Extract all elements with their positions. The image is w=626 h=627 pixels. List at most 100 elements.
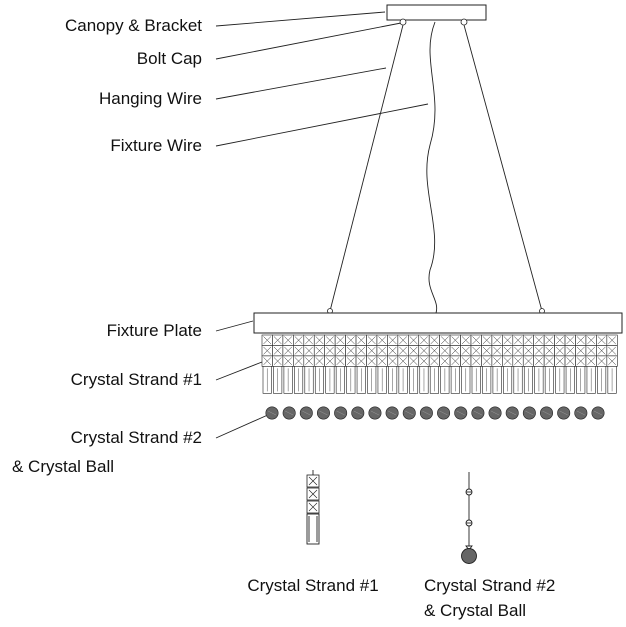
crystal-facet — [555, 346, 564, 355]
crystal-facet — [493, 336, 502, 345]
crystal-facet — [555, 336, 564, 345]
crystal-facet — [472, 357, 481, 366]
crystal-facet — [587, 346, 596, 355]
crystal-facet — [294, 336, 303, 345]
crystal-facet — [545, 357, 554, 366]
crystal-facet — [336, 346, 345, 355]
wire-clips — [327, 308, 545, 314]
crystal-facet — [566, 336, 575, 345]
crystal-facet — [399, 346, 407, 355]
crystal-facet — [493, 346, 502, 355]
fixture-wire — [426, 21, 438, 314]
leader-hanging-wire — [215, 67, 387, 100]
crystal-facet — [409, 336, 418, 345]
crystal-ball-facet — [490, 410, 500, 416]
crystal-ball-facet — [370, 410, 380, 416]
crystal-facet — [315, 357, 324, 366]
crystal-facet — [597, 357, 606, 366]
crystal-facet — [357, 346, 366, 355]
crystal-facet — [440, 357, 449, 366]
crystal-facet — [399, 357, 407, 366]
crystal-facet — [524, 346, 533, 355]
crystal-ball-facet — [405, 410, 414, 416]
crystal-facet — [430, 336, 439, 345]
leader-fixture-wire — [215, 103, 429, 147]
label-fixture-plate: Fixture Plate — [107, 321, 202, 340]
hanging-wire-left — [329, 24, 404, 312]
crystal-ball-facet — [542, 410, 551, 416]
crystal-ball-facet — [387, 410, 397, 416]
crystal-ball-facet — [302, 410, 311, 416]
crystal-ball-facet — [336, 410, 345, 416]
crystal-ball-facet — [593, 410, 603, 416]
crystal-facet — [472, 336, 481, 345]
crystal-facet — [326, 336, 334, 345]
crystal-facet — [451, 357, 460, 366]
crystal-facet — [482, 336, 491, 345]
crystal-facet — [535, 357, 543, 366]
crystal-facet — [315, 336, 324, 345]
hanging-wires — [329, 24, 543, 312]
crystal-facet — [482, 346, 491, 355]
crystal-facet — [566, 357, 575, 366]
crystal-ball-facet — [559, 410, 568, 416]
crystal-facet — [597, 336, 606, 345]
crystal-ball-facet — [422, 410, 431, 416]
crystal-facet — [346, 357, 355, 366]
strand1-prism — [306, 513, 320, 545]
crystal-facet — [514, 336, 522, 345]
detail-crystal-strand-1 — [306, 470, 320, 545]
crystal-facet — [430, 357, 439, 366]
strand1-crystals — [306, 474, 320, 514]
crystal-ball-facet — [285, 410, 294, 416]
leader-crystal-strand-2 — [215, 413, 271, 439]
crystal-ball-facet — [456, 410, 465, 416]
crystal-facet — [587, 336, 596, 345]
crystal-facet — [315, 346, 324, 355]
crystal-facet — [357, 336, 366, 345]
crystal-facet — [294, 357, 303, 366]
crystal-facet — [336, 357, 345, 366]
leader-bolt-cap — [215, 22, 402, 60]
crystal-facet — [367, 336, 376, 345]
crystal-ball-facet — [267, 410, 277, 416]
crystal-facet — [399, 336, 407, 345]
crystal-facet — [346, 336, 355, 345]
crystal-facet — [451, 336, 460, 345]
crystal-facet — [503, 357, 512, 366]
crystal-facet — [336, 336, 345, 345]
hanging-wire-right — [463, 24, 543, 312]
crystal-facet — [305, 357, 313, 366]
crystal-facet — [545, 346, 554, 355]
crystal-facet — [378, 357, 387, 366]
crystal-facet — [284, 357, 293, 366]
crystal-facet — [535, 346, 543, 355]
leader-lines — [215, 11, 429, 439]
strand2-cap — [465, 545, 473, 551]
crystal-ball-facet — [319, 410, 328, 416]
crystal-facet — [503, 346, 512, 355]
crystal-facet — [482, 357, 491, 366]
crystal-facet — [608, 346, 616, 355]
crystal-facet — [440, 336, 449, 345]
crystal-facet — [388, 336, 397, 345]
crystal-ball-facet — [508, 410, 517, 416]
bolt-cap-right — [460, 18, 468, 26]
strand1-crystal-facet — [308, 489, 318, 499]
canopy — [386, 4, 487, 21]
crystal-facet — [326, 357, 334, 366]
caption-crystal-strand-2: Crystal Strand #2 — [424, 576, 555, 595]
crystal-facet — [451, 346, 460, 355]
crystal-facet — [493, 357, 502, 366]
crystal-ball-facet — [439, 410, 448, 416]
crystal-facet — [461, 346, 470, 355]
crystal-facet — [367, 346, 376, 355]
crystal-facet — [284, 346, 293, 355]
crystal-facet — [409, 346, 418, 355]
crystal-facet — [514, 346, 522, 355]
crystal-ball-facet — [473, 410, 483, 416]
crystal-facet — [555, 357, 564, 366]
crystal-facet — [367, 357, 376, 366]
label-crystal-strand-2: Crystal Strand #2 — [71, 428, 202, 447]
